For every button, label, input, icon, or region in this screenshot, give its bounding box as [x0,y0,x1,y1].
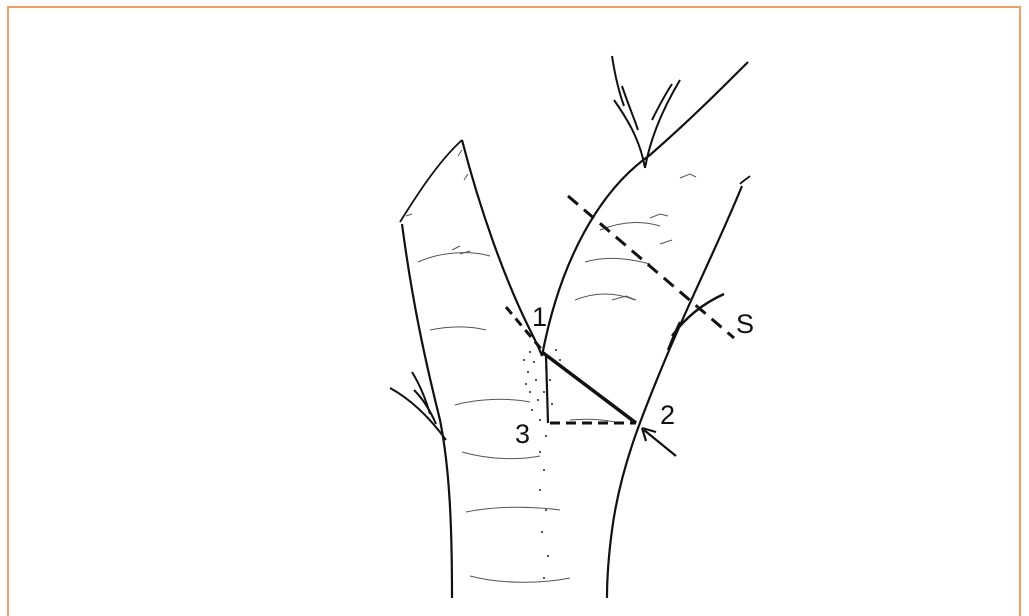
left-branch-top-cut [400,140,462,222]
right-branch-top-cut [740,176,750,184]
left-branch-inner-outline [462,140,542,356]
cut-1-to-2-solid-line [542,352,636,423]
label-2: 2 [660,400,675,430]
label-s: S [736,309,754,339]
collar-vertical-line [546,355,548,423]
arrow-to-2-shaft [644,430,676,456]
label-3: 3 [515,419,530,449]
label-1: 1 [532,302,547,332]
upper-twig [612,56,680,168]
right-branch-inner-outline [542,62,748,356]
branch-collar-stipple [523,349,561,579]
right-branch-outer-outline [607,186,742,598]
left-branch-outer-outline [402,224,452,598]
